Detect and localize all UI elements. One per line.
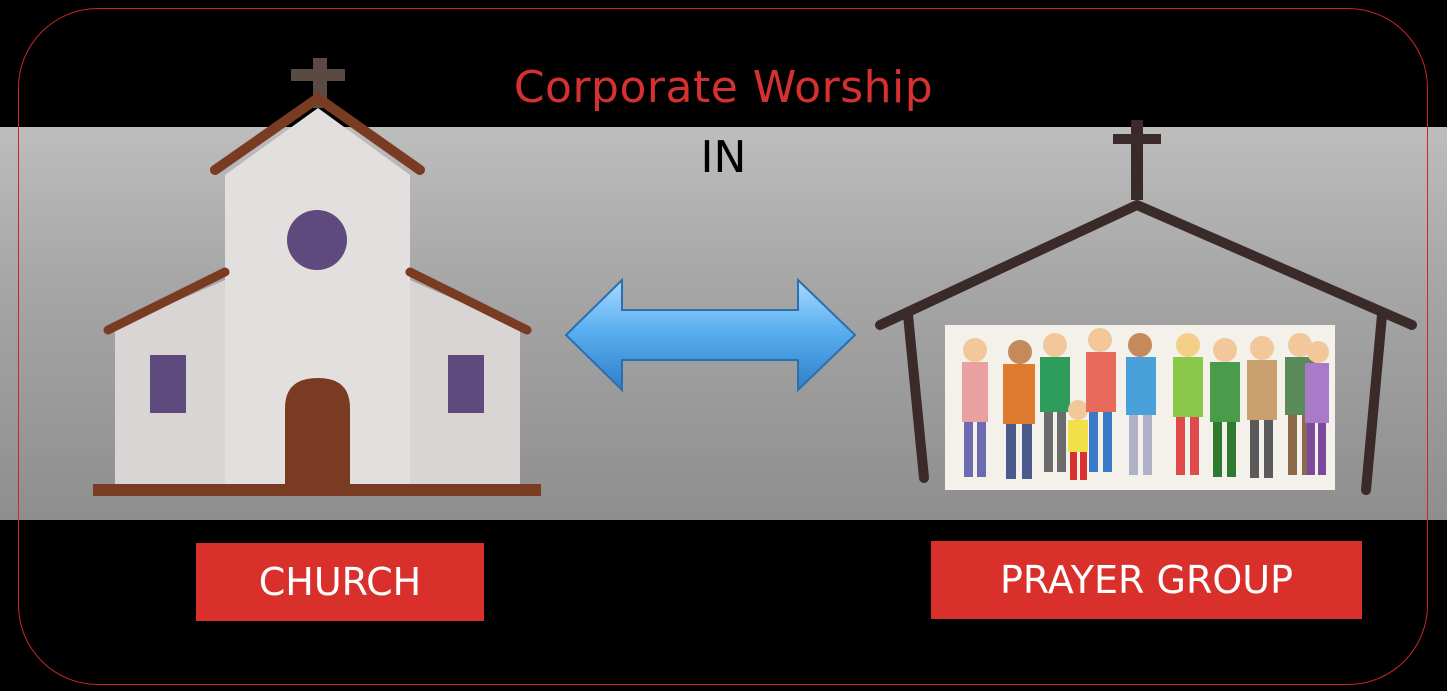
page-subtitle: IN [700,132,747,183]
church-icon [93,58,541,496]
page-title: Corporate Worship [513,62,934,113]
double-arrow-icon [564,277,857,393]
prayer-group-label: PRAYER GROUP [931,541,1362,619]
people-group-icon [945,325,1335,490]
church-label: CHURCH [196,543,484,621]
rounded-frame [18,8,1428,685]
prayer-house-icon [875,120,1417,495]
